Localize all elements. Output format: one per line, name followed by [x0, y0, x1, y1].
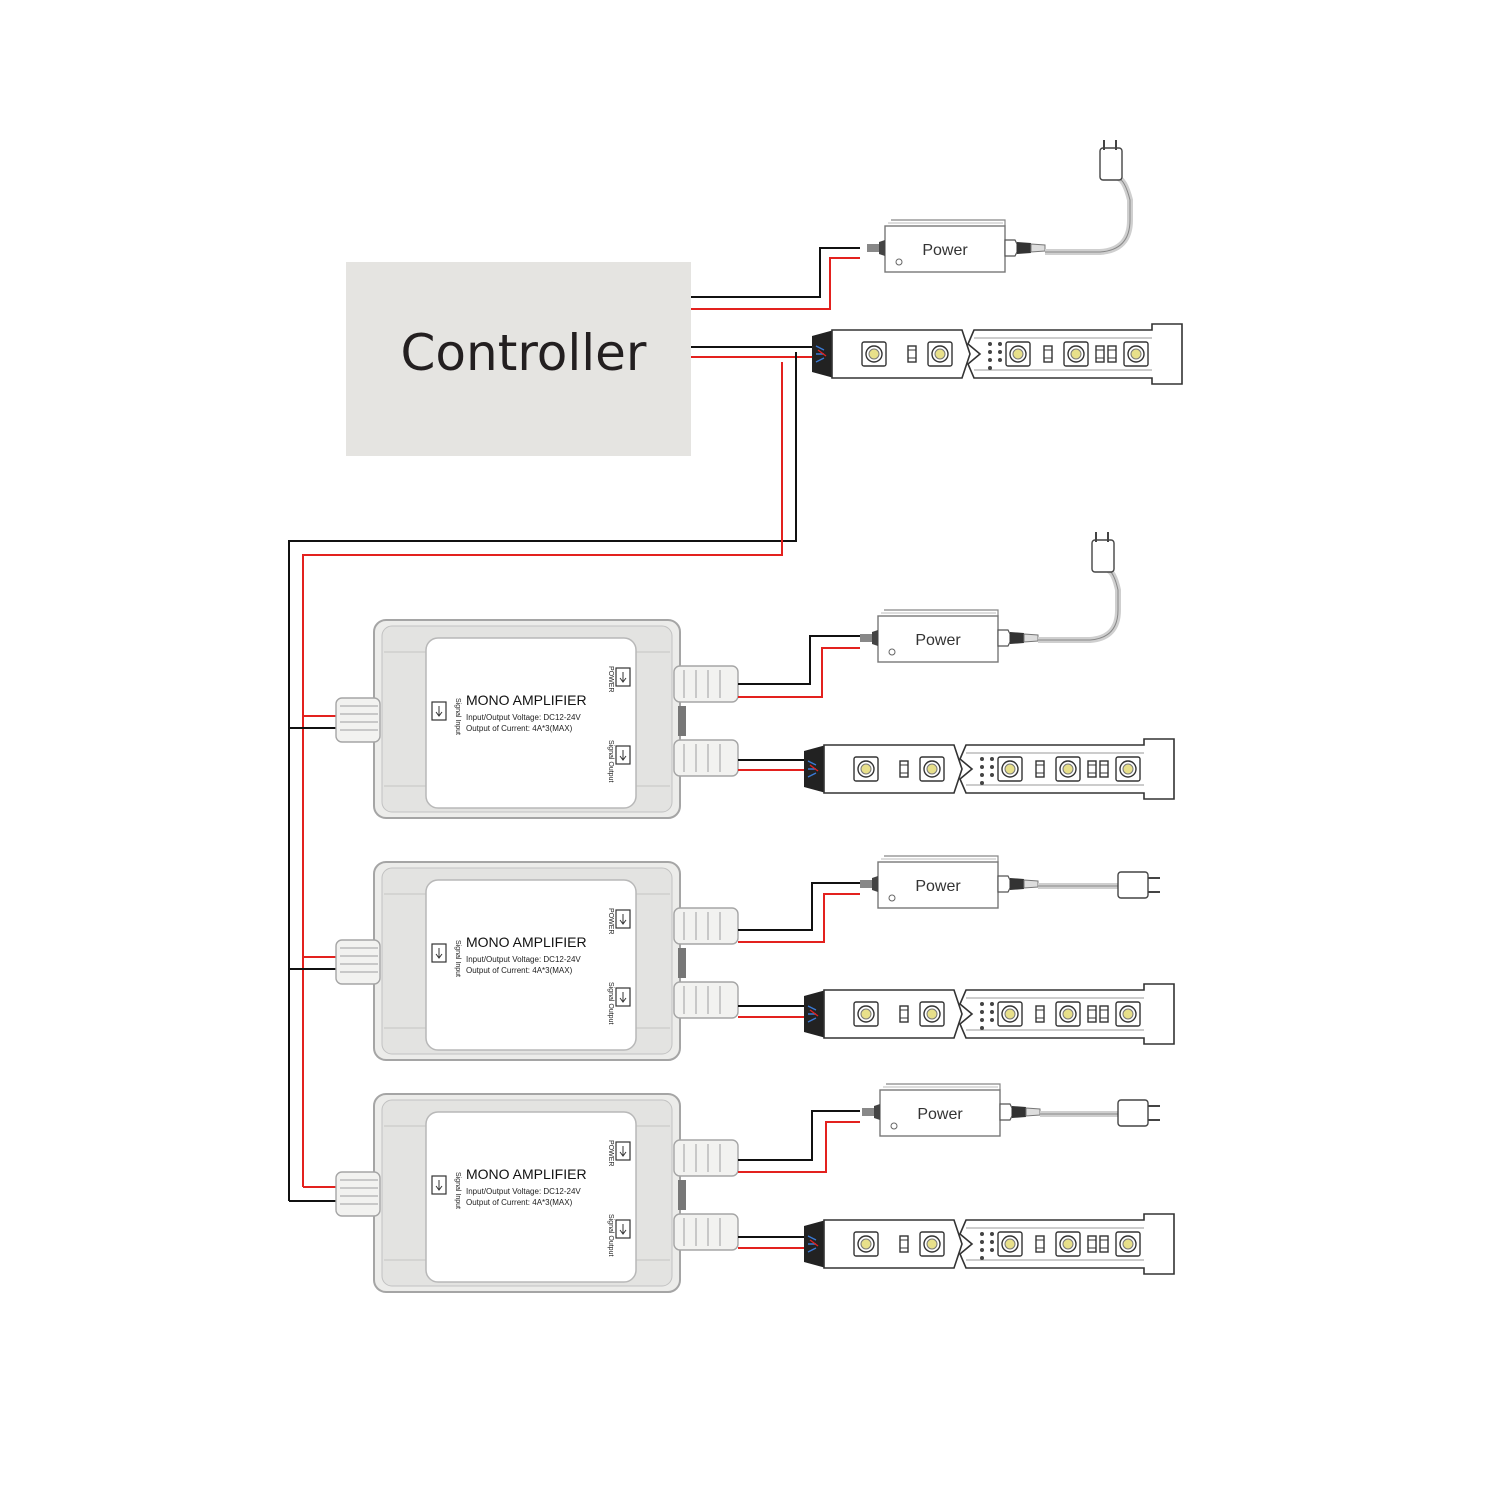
power-label-4: Power: [917, 1106, 963, 1123]
amplifier-3-current: Output of Current: 4A*3(MAX): [466, 1198, 573, 1207]
amplifier-1-wires: [738, 635, 860, 771]
led-strip-3: [804, 984, 1174, 1044]
amplifier-1-current: Output of Current: 4A*3(MAX): [466, 724, 573, 733]
amplifier-2-title: MONO AMPLIFIER: [466, 934, 587, 950]
amplifier-3-power-port: POWER: [607, 1140, 614, 1166]
amplifier-1-power-port: POWER: [607, 666, 614, 692]
power-label-2: Power: [915, 632, 961, 649]
controller-box: Controller: [346, 262, 691, 456]
amplifier-3-signal-input: Signal Input: [454, 1172, 461, 1209]
amplifier-2-voltage: Input/Output Voltage: DC12-24V: [466, 955, 581, 964]
power-supply-3: Power: [859, 855, 1039, 909]
amplifier-3-signal-output: Signal Output: [607, 1214, 614, 1256]
amplifier-3-title: MONO AMPLIFIER: [466, 1166, 587, 1182]
amplifier-1-title: MONO AMPLIFIER: [466, 692, 587, 708]
power-supply-2: Power: [859, 609, 1039, 663]
amplifier-2-current: Output of Current: 4A*3(MAX): [466, 966, 573, 975]
controller-output-wires: [691, 346, 812, 358]
led-strip-4: [804, 1214, 1174, 1274]
power-supply-1: Power: [866, 219, 1046, 273]
amplifier-3: MONO AMPLIFIER Input/Output Voltage: DC1…: [335, 1093, 739, 1293]
amplifier-2-power-port: POWER: [607, 908, 614, 934]
power-plug-2: [1038, 532, 1121, 643]
led-strip-2: [804, 739, 1174, 799]
power-label-3: Power: [915, 878, 961, 895]
controller-power-wires: [691, 247, 860, 310]
amplifier-1-voltage: Input/Output Voltage: DC12-24V: [466, 713, 581, 722]
amplifier-1-signal-output: Signal Output: [607, 740, 614, 782]
amplifier-2-wires: [738, 882, 860, 1018]
amplifier-3-wires: [738, 1110, 860, 1249]
amplifier-2: MONO AMPLIFIER Input/Output Voltage: DC1…: [335, 861, 739, 1061]
power-label-1: Power: [922, 242, 968, 259]
trunk-wires: [288, 352, 797, 1202]
led-strip-1: [812, 324, 1182, 384]
power-plug-4: [1040, 1099, 1160, 1127]
amplifier-2-signal-input: Signal Input: [454, 940, 461, 977]
amplifier-1: MONO AMPLIFIER Input/Output Voltage: DC1…: [335, 619, 739, 819]
amplifier-2-signal-output: Signal Output: [607, 982, 614, 1024]
power-plug-3: [1038, 871, 1160, 899]
power-supply-4: Power: [861, 1083, 1041, 1137]
amplifier-1-signal-input: Signal Input: [454, 698, 461, 735]
controller-label: Controller: [400, 324, 647, 382]
amplifier-3-voltage: Input/Output Voltage: DC12-24V: [466, 1187, 581, 1196]
power-plug-1: [1045, 140, 1133, 255]
